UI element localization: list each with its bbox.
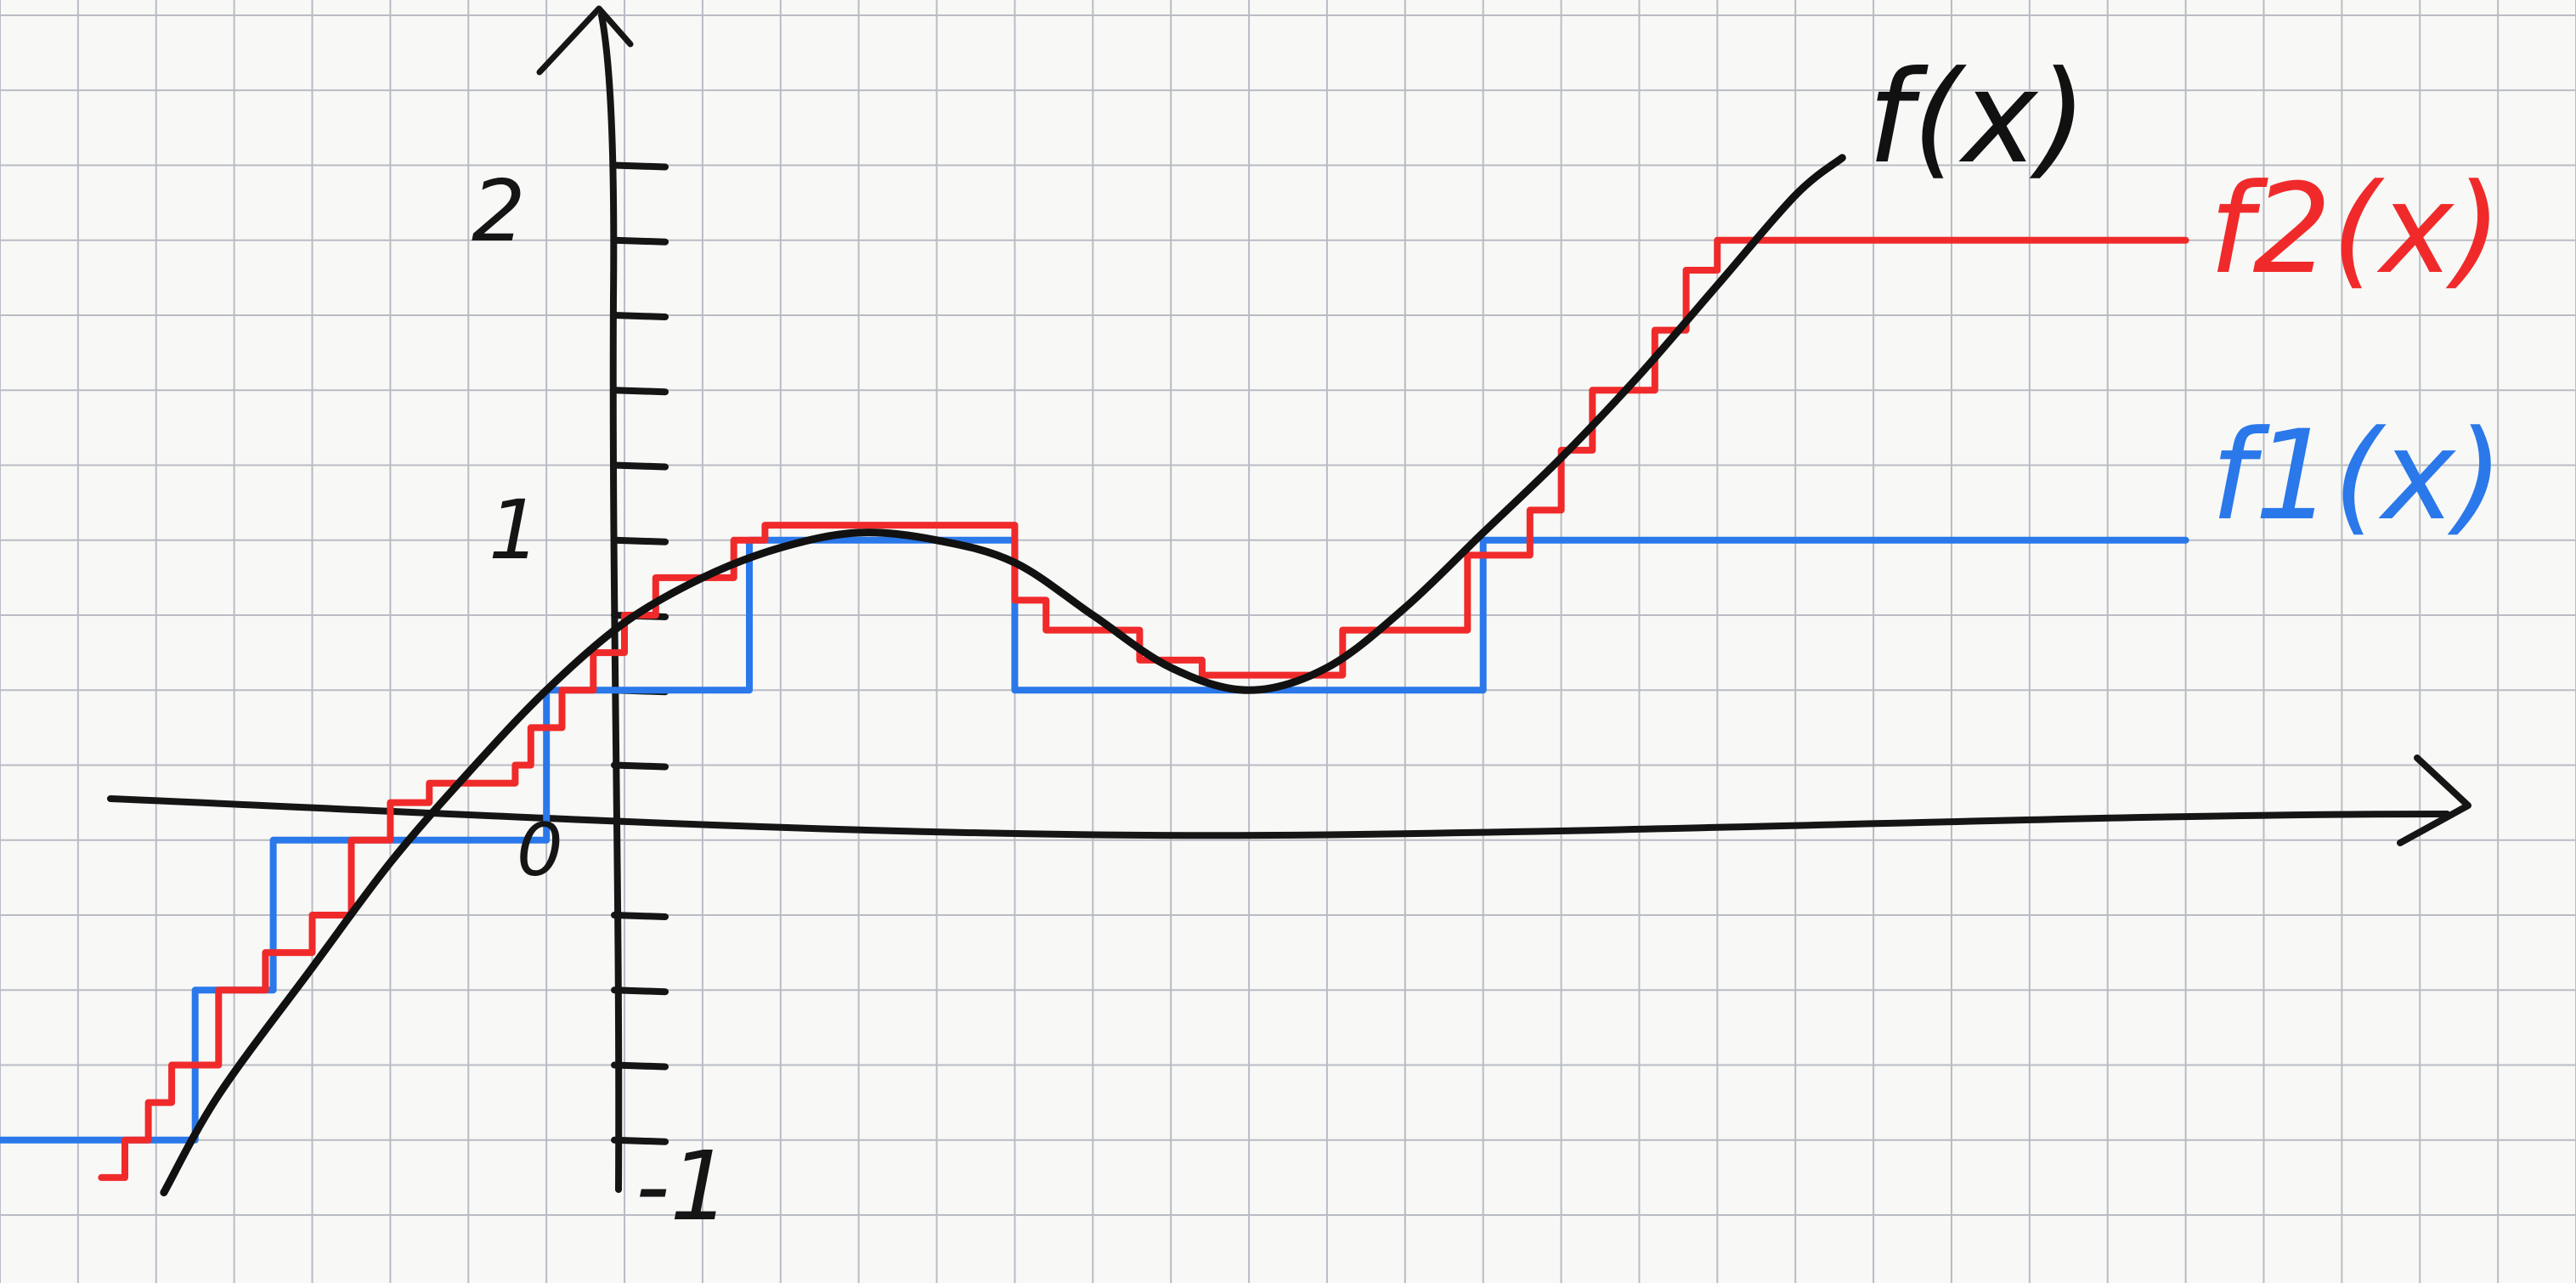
y-axis-tick (611, 461, 669, 471)
x-axis-arrow-icon (2397, 755, 2471, 846)
y-axis-tick (611, 387, 669, 396)
y-tick-label-1: 1 (489, 483, 540, 578)
y-axis-tick (611, 236, 669, 246)
series-label-f2: f2(x) (2209, 157, 2502, 302)
series-label-f1: f1(x) (2211, 404, 2504, 548)
series-line-f1x (0, 536, 2189, 1144)
y-axis-tick (611, 161, 669, 171)
y-axis-arrow-icon (536, 5, 634, 76)
y-axis-tick (611, 912, 669, 920)
series (0, 154, 2189, 1196)
y-axis-ticks (611, 161, 669, 1145)
y-tick-label-minus-1: -1 (636, 1132, 731, 1242)
y-axis-tick (611, 312, 669, 320)
y-axis-tick (611, 986, 669, 996)
series-label-f: f(x) (1867, 44, 2087, 192)
series-line-f2x (98, 236, 2189, 1181)
y-axis (598, 12, 623, 1193)
series-line-fx (160, 154, 1846, 1196)
origin-label: 0 (517, 808, 563, 893)
y-axis-tick (611, 1061, 669, 1071)
x-axis (107, 795, 2450, 839)
y-tick-label-2: 2 (472, 161, 526, 261)
y-axis-tick (611, 536, 669, 545)
y-axis-tick (611, 761, 669, 771)
labels: 2 1 0 -1 f(x) f2(x) f1(x) (472, 44, 2504, 1242)
axes (107, 5, 2471, 1193)
y-axis-tick (611, 1136, 669, 1145)
